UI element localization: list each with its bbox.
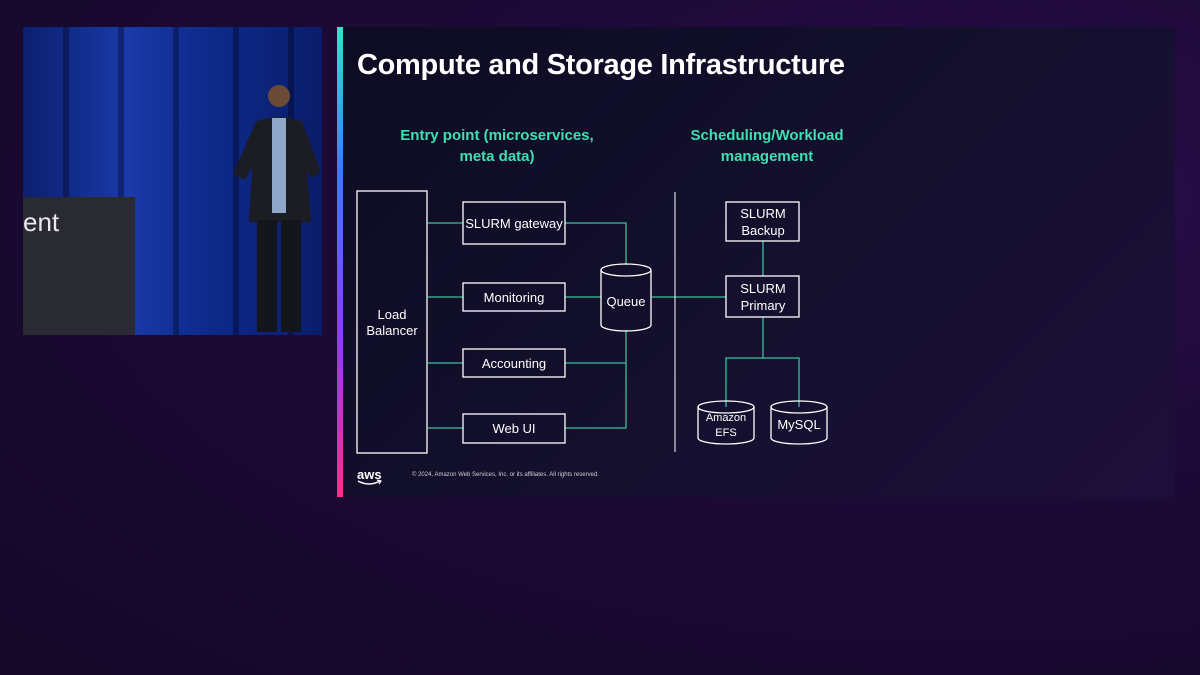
- node-boxes: [356, 190, 800, 454]
- web-ui-box: [462, 413, 566, 444]
- scheduling-heading: Scheduling/Workload management: [690, 127, 844, 165]
- slurm-primary-label-2: Primary: [741, 298, 786, 313]
- queue-label: Queue: [606, 294, 645, 309]
- speaker-video: ent: [23, 27, 322, 335]
- copyright-text: © 2024, Amazon Web Services, Inc. or its…: [412, 472, 599, 478]
- queue-cylinder: [600, 263, 652, 332]
- lectern: ent: [23, 197, 135, 335]
- slurm-gateway-label: SLURM gateway: [465, 216, 563, 231]
- aws-logo: aws: [357, 467, 382, 482]
- slurm-primary-box: [725, 275, 800, 318]
- connectors: [428, 222, 800, 429]
- connector: [565, 363, 627, 429]
- architecture-diagram: Load Balancer SLURM gateway Monitoring A…: [356, 190, 828, 454]
- monitoring-box: [462, 282, 566, 312]
- amazon-efs-label-2: EFS: [715, 427, 736, 439]
- mysql-label: MySQL: [777, 417, 820, 432]
- connector: [565, 330, 627, 364]
- slurm-gateway-box: [462, 201, 566, 245]
- monitoring-label: Monitoring: [484, 290, 545, 305]
- load-balancer-label-1: Load: [378, 307, 407, 322]
- aws-smile-icon: [357, 479, 382, 485]
- slurm-backup-label-1: SLURM: [740, 206, 786, 221]
- speaker-figure: [233, 85, 321, 332]
- amazon-efs-cylinder: [697, 400, 755, 445]
- connector: [725, 357, 800, 407]
- mysql-cylinder: [770, 400, 828, 445]
- curtain-fold: [173, 27, 179, 335]
- accounting-label: Accounting: [482, 356, 546, 371]
- load-balancer-label-2: Balancer: [366, 323, 418, 338]
- node-labels: Load Balancer SLURM gateway Monitoring A…: [366, 206, 820, 439]
- lectern-text: ent: [23, 207, 60, 237]
- curtain-fold: [63, 27, 69, 335]
- amazon-efs-label-1: Amazon: [706, 412, 746, 424]
- accounting-box: [462, 348, 566, 378]
- slurm-primary-label-1: SLURM: [740, 281, 786, 296]
- accent-bar: [337, 27, 343, 497]
- entry-point-heading: Entry point (microservices, meta data): [400, 127, 594, 165]
- curtain-fold: [118, 27, 124, 335]
- curtain-fold: [233, 27, 239, 335]
- slurm-backup-box: [725, 201, 800, 242]
- load-balancer-box: [356, 190, 428, 454]
- slurm-backup-label-2: Backup: [741, 223, 784, 238]
- connector: [565, 222, 627, 265]
- slide-title: Compute and Storage Infrastructure: [357, 49, 845, 81]
- slide: Compute and Storage Infrastructure Entry…: [337, 27, 1175, 497]
- web-ui-label: Web UI: [492, 421, 535, 436]
